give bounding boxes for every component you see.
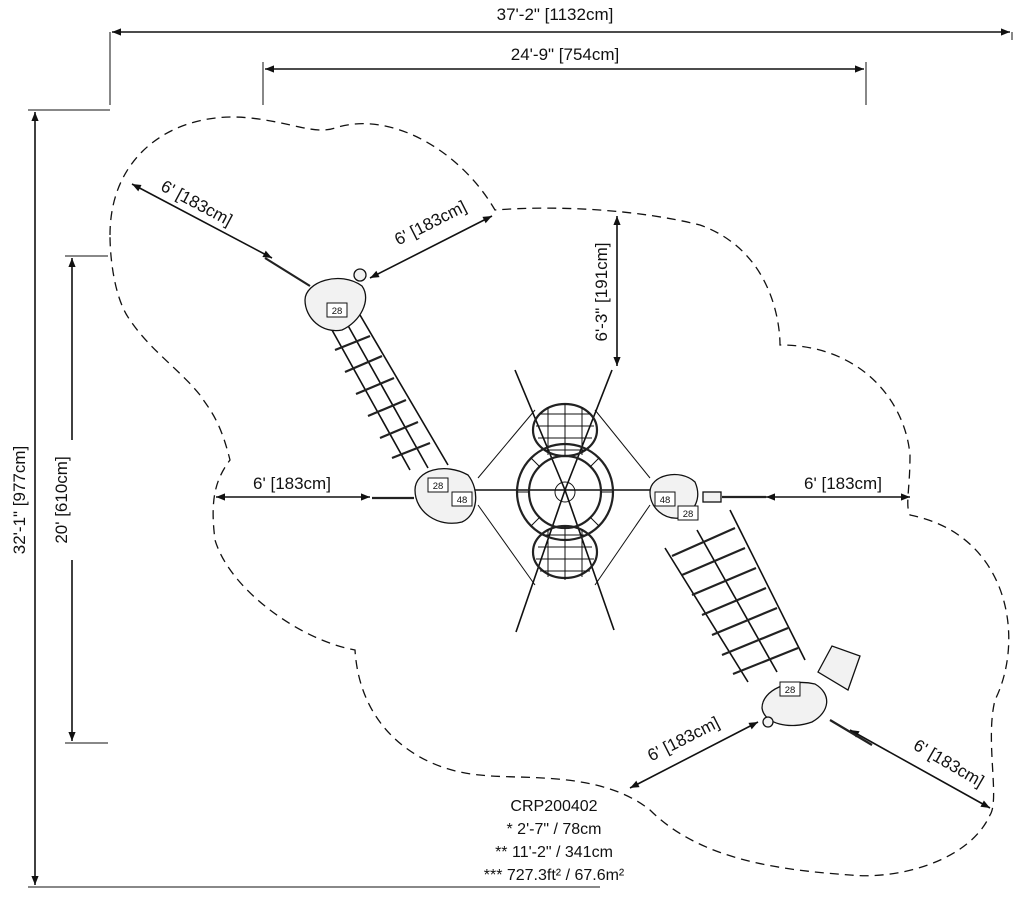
lower-right-platform bbox=[761, 645, 873, 746]
top-clearance-label: 6'-3" [191cm] bbox=[592, 242, 611, 341]
notes-block: CRP200402 * 2'-7" / 78cm ** 11'-2" / 341… bbox=[484, 798, 625, 884]
overall-width-dimension: 37'-2" [1132cm] bbox=[109, 4, 1013, 105]
safety-zone-outline bbox=[109, 116, 1010, 877]
left-side-label: 6' [183cm] bbox=[253, 474, 331, 493]
lower-left-arm-dimension: 6' [183cm] bbox=[629, 713, 759, 789]
note-line-3: *** 727.3ft² / 67.6m² bbox=[484, 867, 625, 884]
lower-right-ladder bbox=[664, 509, 806, 683]
equipment-width-dimension: 24'-9" [754cm] bbox=[262, 42, 867, 105]
part-tag: 28 bbox=[779, 681, 801, 697]
overall-width-label: 37'-2" [1132cm] bbox=[497, 5, 614, 24]
lower-right-arm-dimension: 6' [183cm] bbox=[849, 729, 991, 809]
top-clearance-dimension: 6'-3" [191cm] bbox=[592, 216, 621, 366]
part-tag: 28 bbox=[326, 302, 348, 318]
lower-left-arm-label: 6' [183cm] bbox=[644, 713, 722, 765]
model-number: CRP200402 bbox=[510, 798, 597, 815]
note-line-2: ** 11'-2" / 341cm bbox=[495, 844, 613, 861]
upper-right-arm-label: 6' [183cm] bbox=[391, 197, 469, 249]
svg-text:28: 28 bbox=[785, 685, 796, 696]
equipment-width-label: 24'-9" [754cm] bbox=[511, 45, 620, 64]
svg-text:28: 28 bbox=[433, 481, 444, 492]
svg-text:28: 28 bbox=[332, 306, 343, 317]
equipment-depth-dimension: 20' [610cm] bbox=[52, 255, 108, 744]
equipment-depth-label: 20' [610cm] bbox=[52, 456, 71, 543]
svg-text:48: 48 bbox=[660, 495, 671, 506]
note-line-1: * 2'-7" / 78cm bbox=[507, 821, 602, 838]
svg-text:28: 28 bbox=[683, 509, 694, 520]
right-side-label: 6' [183cm] bbox=[804, 474, 882, 493]
upper-left-arm-dimension: 6' [183cm] bbox=[131, 176, 273, 259]
part-tag: 48 bbox=[654, 491, 676, 507]
part-tag: 28 bbox=[427, 477, 449, 493]
part-tag: 48 bbox=[451, 491, 473, 507]
overall-depth-dimension: 32'-1" [977cm] bbox=[8, 109, 600, 888]
left-side-dimension: 6' [183cm] bbox=[216, 474, 370, 501]
central-net-dome bbox=[468, 369, 660, 633]
svg-text:48: 48 bbox=[457, 495, 468, 506]
upper-right-arm-dimension: 6' [183cm] bbox=[369, 197, 493, 279]
overall-depth-label: 32'-1" [977cm] bbox=[10, 446, 29, 555]
lower-right-arm-label: 6' [183cm] bbox=[910, 736, 987, 791]
part-tag: 28 bbox=[677, 505, 699, 521]
right-side-dimension: 6' [183cm] bbox=[766, 474, 910, 501]
upper-left-ladder bbox=[331, 314, 449, 471]
upper-left-platform bbox=[264, 257, 367, 332]
